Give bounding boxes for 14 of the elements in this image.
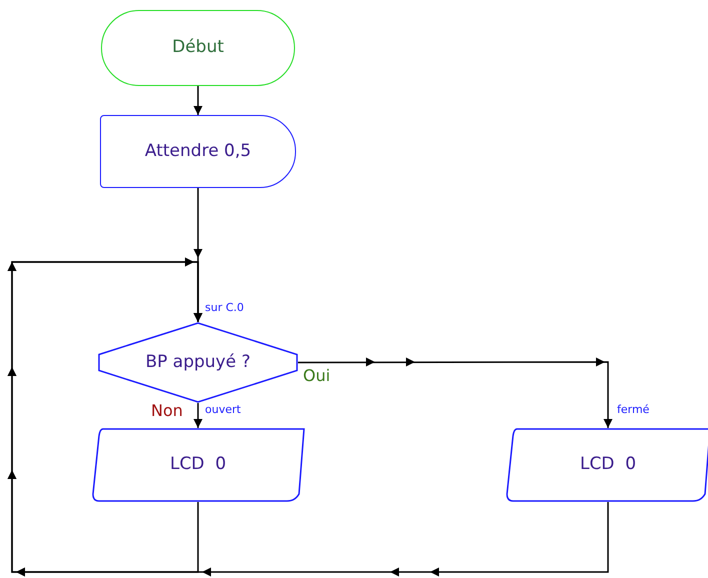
port-label: fermé [617, 404, 650, 415]
output-parallelogram [91, 428, 305, 502]
node-text: LCD 0 [580, 453, 636, 476]
port-label: sur C.0 [205, 302, 244, 313]
node-text: Attendre 0,5 [144, 140, 252, 163]
node-text: Début [172, 36, 224, 60]
delay-box [100, 115, 296, 188]
edge-label: Oui [303, 368, 330, 384]
node-text: LCD 0 [170, 453, 226, 476]
port-label: ouvert [205, 404, 241, 415]
edge-label: Non [151, 403, 183, 419]
decision-hexagon [98, 322, 298, 403]
node-text: BP appuyé ? [145, 350, 251, 374]
output-parallelogram [505, 428, 708, 502]
